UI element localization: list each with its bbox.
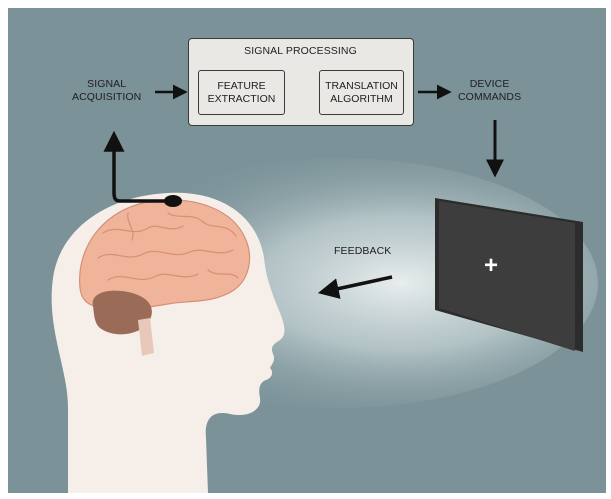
electrode-cable [103,130,171,203]
signal-processing-box: SIGNAL PROCESSING FEATURE EXTRACTION TRA… [188,38,414,126]
signal-processing-label: SIGNAL PROCESSING [244,45,357,57]
feature-extraction-box: FEATURE EXTRACTION [198,70,285,115]
brain-stem [138,318,154,356]
electrode [164,195,182,207]
signal-acquisition-label: SIGNAL ACQUISITION [72,78,142,103]
translation-algorithm-box: TRANSLATION ALGORITHM [319,70,404,115]
screen-plus-symbol: + [484,252,499,279]
cerebellum [92,290,152,335]
monitor-screen [439,201,575,351]
device-commands-label: DEVICE COMMANDS [458,78,522,103]
bci-diagram: SIGNAL ACQUISITION SIGNAL PROCESSING FEA… [8,8,606,493]
diagram-graphics [51,84,598,493]
feedback-arrow [317,275,393,299]
feedback-label: FEEDBACK [334,245,392,257]
